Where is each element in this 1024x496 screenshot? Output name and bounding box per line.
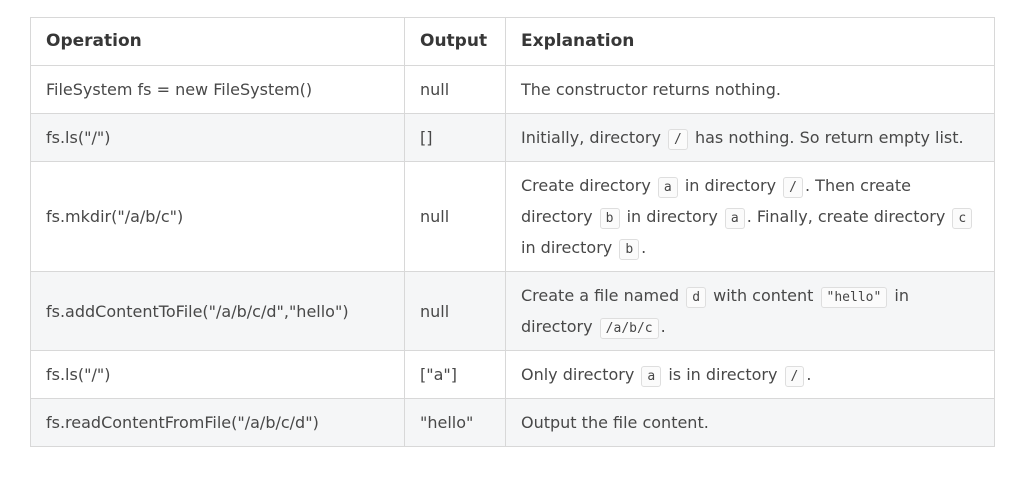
operations-table-container: Operation Output Explanation FileSystem … — [30, 17, 995, 447]
table-row: fs.addContentToFile("/a/b/c/d","hello") … — [30, 271, 995, 351]
inline-code: /a/b/c — [599, 318, 659, 339]
operation-cell: fs.ls("/") — [30, 350, 405, 399]
table-header: Operation Output Explanation — [30, 17, 995, 66]
header-explanation: Explanation — [505, 17, 995, 66]
header-operation: Operation — [30, 17, 405, 66]
inline-code: a — [724, 208, 745, 229]
operation-cell: fs.ls("/") — [30, 113, 405, 162]
explanation-cell: Initially, directory / has nothing. So r… — [505, 113, 995, 162]
table-row: fs.ls("/") [] Initially, directory / has… — [30, 113, 995, 162]
output-cell: "hello" — [404, 398, 506, 447]
header-row: Operation Output Explanation — [30, 17, 995, 66]
operation-cell: FileSystem fs = new FileSystem() — [30, 65, 405, 114]
inline-code: a — [657, 177, 678, 198]
explanation-cell: Create directory a in directory /. Then … — [505, 161, 995, 272]
inline-code: / — [668, 129, 688, 150]
inline-code: b — [599, 208, 620, 229]
table-row: fs.mkdir("/a/b/c") null Create directory… — [30, 161, 995, 272]
operation-cell: fs.addContentToFile("/a/b/c/d","hello") — [30, 271, 405, 351]
table-row: fs.ls("/") ["a"] Only directory a is in … — [30, 350, 995, 399]
explanation-cell: Create a file named d with content "hell… — [505, 271, 995, 351]
explanation-cell: Output the file content. — [505, 398, 995, 447]
operation-cell: fs.mkdir("/a/b/c") — [30, 161, 405, 272]
inline-code: c — [952, 208, 973, 229]
output-cell: null — [404, 271, 506, 351]
inline-code: a — [641, 366, 662, 387]
inline-code: / — [783, 177, 803, 198]
output-cell: ["a"] — [404, 350, 506, 399]
table-row: FileSystem fs = new FileSystem() null Th… — [30, 65, 995, 114]
table-row: fs.readContentFromFile("/a/b/c/d") "hell… — [30, 398, 995, 447]
table-body: FileSystem fs = new FileSystem() null Th… — [30, 65, 995, 447]
operation-cell: fs.readContentFromFile("/a/b/c/d") — [30, 398, 405, 447]
inline-code: "hello" — [820, 287, 888, 308]
header-output: Output — [404, 17, 506, 66]
output-cell: [] — [404, 113, 506, 162]
operations-table: Operation Output Explanation FileSystem … — [30, 17, 995, 447]
inline-code: b — [619, 239, 640, 260]
inline-code: / — [784, 366, 805, 387]
explanation-cell: The constructor returns nothing. — [505, 65, 995, 114]
explanation-cell: Only directory a is in directory /. — [505, 350, 995, 399]
output-cell: null — [404, 161, 506, 272]
inline-code: d — [686, 287, 707, 308]
output-cell: null — [404, 65, 506, 114]
